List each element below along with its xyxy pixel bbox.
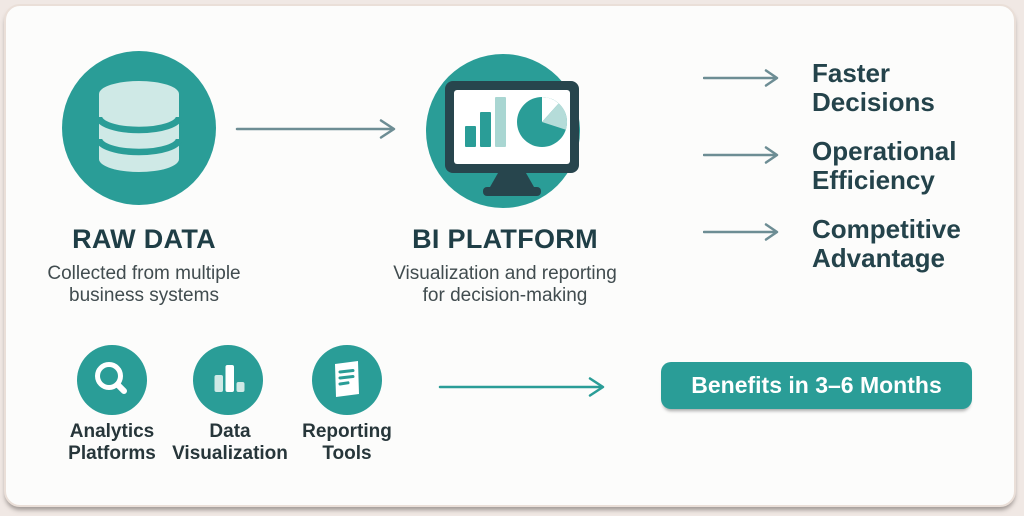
bi-platform-title: BI PLATFORM	[412, 224, 598, 254]
analytics-platforms-circle	[77, 345, 147, 415]
raw-data-text-block: RAW DATA Collected from multiple busines…	[4, 224, 284, 307]
bar-chart-icon	[214, 365, 245, 392]
flow-arrow-icon	[235, 119, 396, 139]
raw-data-subtitle: Collected from multiple business systems	[47, 263, 241, 306]
reporting-tools-circle	[312, 345, 382, 415]
benefit-operational-efficiency: Operational Efficiency	[812, 136, 957, 195]
analytics-platforms-label: Analytics Platforms	[68, 421, 156, 464]
bi-platform-text-block: BI PLATFORM Visualization and reporting …	[365, 224, 645, 307]
bi-platform-circle	[426, 54, 580, 208]
benefit-arrow-icon	[703, 146, 779, 164]
benefit-faster-decisions: Faster Decisions	[812, 58, 935, 117]
benefit-competitive-advantage: Competitive Advantage	[812, 214, 961, 273]
benefit-arrow-icon	[703, 69, 779, 87]
data-visualization-label: Data Visualization	[172, 421, 288, 464]
reporting-tools-label: Reporting Tools	[302, 421, 392, 464]
report-document-icon	[335, 361, 359, 397]
benefit-arrow-icon	[703, 223, 779, 241]
bi-platform-subtitle: Visualization and reporting for decision…	[393, 263, 617, 306]
benefits-timeline-button[interactable]: Benefits in 3–6 Months	[661, 362, 972, 409]
monitor-analytics-icon	[445, 81, 579, 196]
search-icon	[95, 362, 127, 394]
raw-data-circle	[62, 51, 216, 205]
raw-data-title: RAW DATA	[72, 224, 216, 254]
database-icon	[96, 81, 182, 172]
cta-arrow-icon	[438, 377, 605, 397]
data-visualization-circle	[193, 345, 263, 415]
